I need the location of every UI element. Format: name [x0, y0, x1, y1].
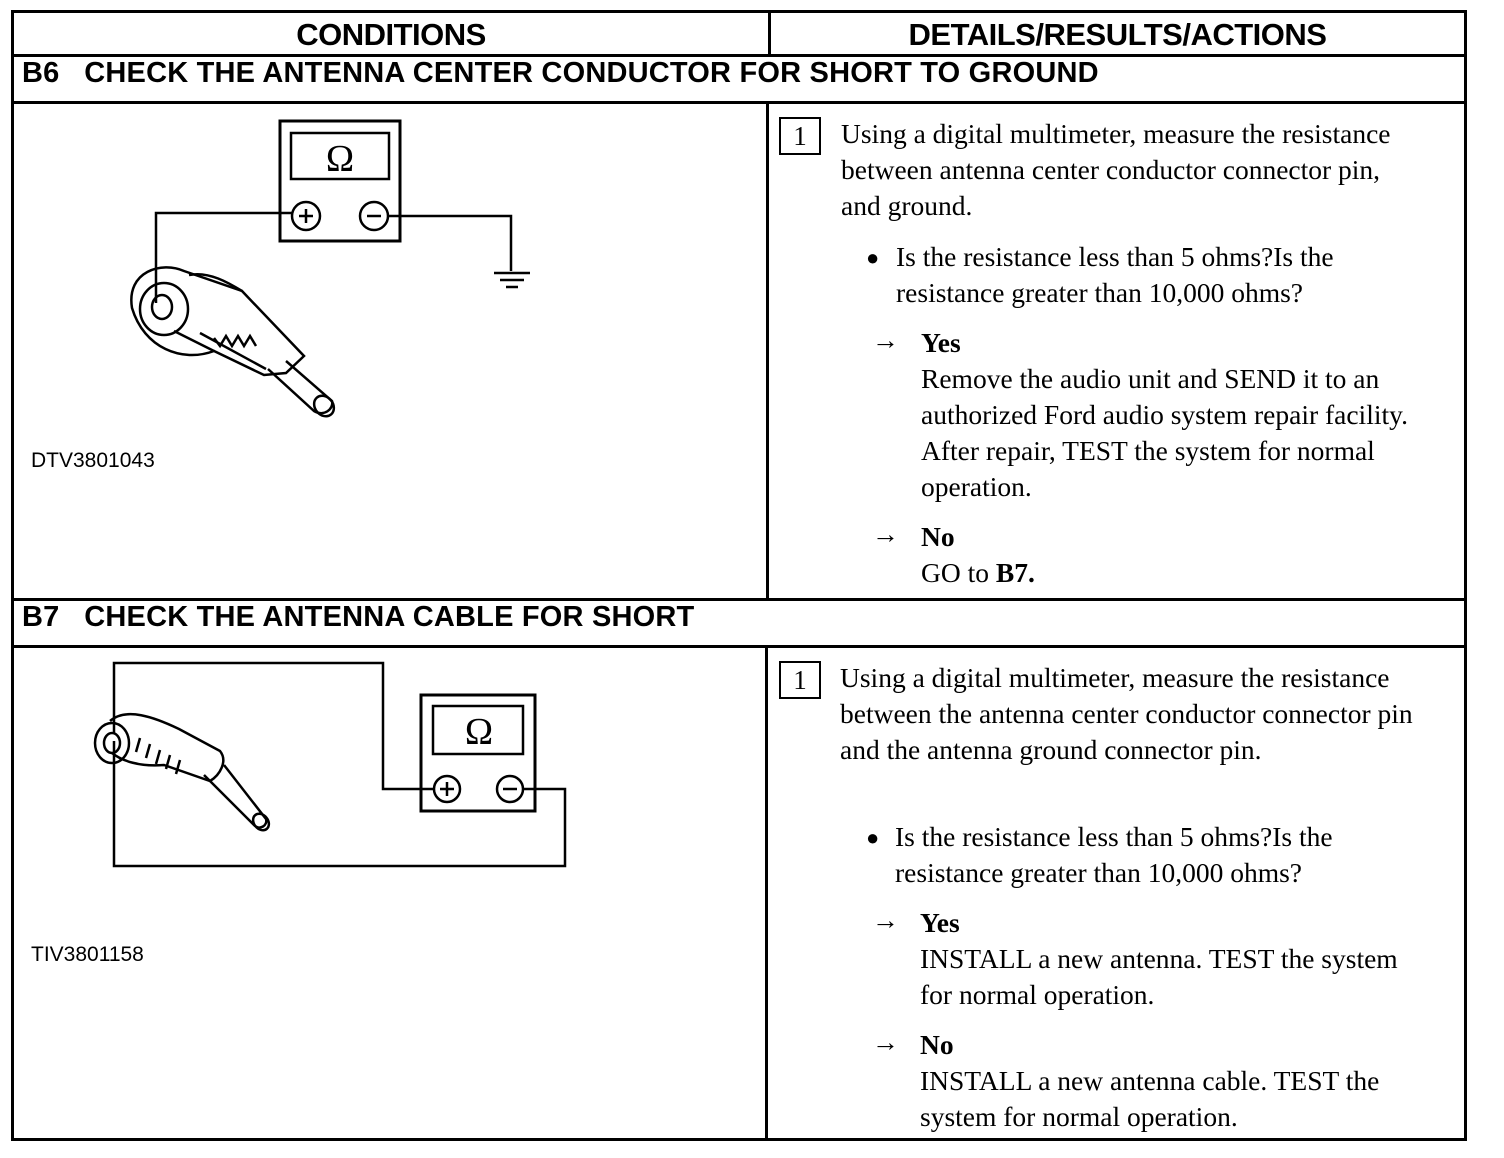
header-column-divider: [768, 13, 771, 57]
b7-figure-code: TIV3801158: [31, 943, 144, 966]
b7-title-divider: [14, 645, 1464, 648]
b6-step-number: 1: [779, 117, 821, 155]
b7-step-question: Is the resistance less than 5 ohms?Is th…: [895, 821, 1333, 888]
b7-column-divider: [765, 645, 768, 1141]
arrow-right-icon: →: [872, 519, 899, 549]
b7-section-title: B7 CHECK THE ANTENNA CABLE FOR SHORT: [22, 601, 695, 633]
b6-title-divider: [14, 101, 1464, 104]
multimeter-display: [289, 131, 391, 181]
ground-icon: [494, 271, 530, 289]
diagnostic-table: CONDITIONS DETAILS/RESULTS/ACTIONS B6 CH…: [11, 10, 1467, 1141]
details-header: DETAILS/RESULTS/ACTIONS: [908, 17, 1327, 52]
multimeter-body: [278, 119, 402, 243]
b7-no-action: INSTALL a new antenna cable. TEST the sy…: [920, 1065, 1380, 1132]
arrow-right-icon: →: [872, 1027, 899, 1057]
b6-no-action-target: B7.: [995, 557, 1035, 588]
positive-lead: [154, 211, 292, 303]
arrow-right-icon: →: [872, 905, 899, 935]
b7-step-number: 1: [779, 661, 821, 699]
b6-step-instruction: Using a digital multimeter, measure the …: [841, 118, 1391, 221]
negative-lead: [388, 214, 513, 271]
bullet-icon: ●: [866, 825, 880, 850]
b7-yes-action: INSTALL a new antenna. TEST the system f…: [920, 943, 1398, 1010]
b7-yes-label: Yes: [920, 907, 960, 938]
b6-yes-label: Yes: [921, 327, 961, 358]
ohm-symbol: Ω: [326, 138, 354, 180]
conditions-header: CONDITIONS: [296, 17, 486, 52]
antenna-connector-icon: [130, 266, 336, 418]
multimeter-display: [431, 704, 525, 756]
b6-no-action: GO to B7.: [921, 555, 1035, 591]
b7-multimeter-diagram: Ω: [93, 661, 567, 868]
header-divider: [14, 54, 1464, 57]
arrow-right-icon: →: [872, 325, 899, 355]
positive-terminal-icon: [290, 200, 322, 232]
positive-lead: [112, 661, 434, 791]
b6-no-label: No: [921, 521, 955, 552]
b6-section-title: B6 CHECK THE ANTENNA CENTER CONDUCTOR FO…: [22, 57, 1099, 89]
b7-step-instruction: Using a digital multimeter, measure the …: [840, 662, 1413, 765]
b6-multimeter-diagram: Ω: [130, 119, 530, 418]
bullet-icon: ●: [866, 245, 880, 270]
b6-yes-action: Remove the audio unit and SEND it to an …: [921, 363, 1408, 502]
multimeter-body: [419, 693, 537, 813]
b6-step-question: Is the resistance less than 5 ohms?Is th…: [896, 241, 1334, 308]
ohm-symbol: Ω: [465, 711, 493, 753]
negative-lead: [112, 741, 567, 868]
antenna-cable-icon: [93, 712, 271, 832]
b7-no-label: No: [920, 1029, 954, 1060]
b7-section-divider: [14, 598, 1464, 601]
b6-no-action-prefix: GO to: [921, 557, 996, 588]
b6-column-divider: [766, 101, 769, 601]
b6-figure-code: DTV3801043: [31, 449, 155, 472]
